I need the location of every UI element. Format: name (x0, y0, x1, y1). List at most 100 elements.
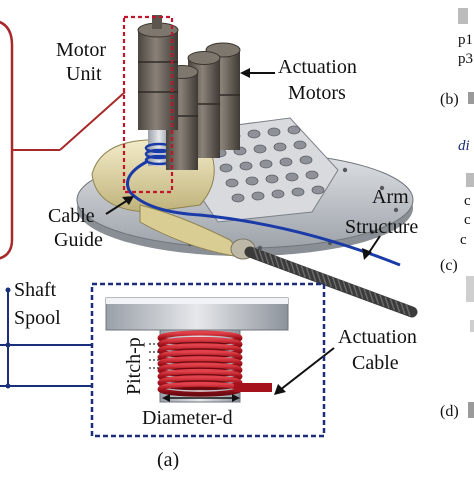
coil-turn (157, 375, 243, 391)
motor-unit-highlight-box (122, 15, 174, 194)
arm-coil-ring (379, 294, 385, 307)
right-fragment-p1: p1 (458, 32, 473, 48)
arm-coil-ring (347, 282, 354, 295)
label-actuation-cable-line2: Cable (352, 352, 399, 374)
bearing-hole (245, 176, 259, 186)
coil-turn (157, 343, 243, 359)
arm-coil-ring (389, 297, 395, 311)
pitch-dots (149, 343, 159, 369)
arm-coil-ring (290, 261, 296, 274)
right-fragment-p3: p3 (458, 51, 473, 67)
label-arm-structure-line1: Arm (372, 186, 409, 208)
label-spool: Spool (14, 307, 61, 329)
arrowhead-cable-guide (122, 196, 134, 205)
right-fragment-box-top (458, 8, 468, 24)
arrowhead-actuation-cable (274, 384, 286, 395)
arrowhead-arm-structure (362, 248, 372, 260)
coil-turn (157, 349, 243, 365)
bearing-hole (247, 129, 261, 139)
bearing-hole (251, 191, 265, 201)
inset-spool-coil (157, 330, 243, 397)
inset-cable-tail (234, 383, 272, 392)
arm-coil-ring (342, 280, 348, 294)
arm-coil-ring (316, 270, 322, 284)
arm-coil-ring (358, 286, 364, 299)
panel-label-d: (d) (440, 403, 459, 420)
right-fragment-box-b (468, 92, 474, 104)
arm-coil-ring (263, 251, 270, 265)
arrow-cable-guide (105, 199, 129, 215)
right-fragment-box-mid (466, 173, 474, 187)
right-fragment-italic: di (458, 138, 470, 154)
arm-coil-ring (331, 276, 338, 290)
arm-coil-ring (368, 290, 374, 303)
arm-coil-ring (258, 249, 264, 263)
coil-turn (157, 368, 243, 384)
bracket-leader (59, 91, 126, 151)
label-motor-unit-line1: Motor (56, 39, 106, 61)
lead-dot-mid (5, 342, 11, 348)
bearing-hole (311, 185, 325, 195)
bearing-hole (287, 125, 301, 135)
label-actuation-motors-line1: Actuation (278, 56, 357, 78)
label-actuation-motors-line2: Motors (288, 82, 346, 104)
right-fragment-c2: c (464, 212, 471, 228)
bearing-hole (299, 155, 313, 165)
arm-coil-ring (284, 259, 291, 272)
arm-coil-ring (269, 253, 275, 267)
arm-coil-ring (300, 265, 306, 278)
bearing-hole (239, 161, 253, 171)
arrow-arm-structure (367, 235, 381, 255)
label-cable-guide-line1: Cable (48, 205, 95, 227)
right-fragment-box-d (468, 402, 474, 418)
label-diameter: Diameter-d (142, 407, 233, 429)
coil-turn (157, 362, 243, 378)
label-pitch: Pitch-p (123, 337, 145, 395)
bearing-hole (267, 127, 281, 137)
label-actuation-cable-line1: Actuation (338, 326, 417, 348)
arm-coil-ring (305, 267, 312, 280)
label-motor-unit-line2: Unit (66, 63, 102, 85)
right-fragment-box-c (466, 276, 474, 302)
bearing-hole (271, 189, 285, 199)
arm-coil-ring (295, 263, 301, 276)
bearing-hole (291, 187, 305, 197)
arm-coil-ring (373, 292, 380, 305)
arm-coil-ring (310, 269, 317, 282)
panel-label-b: (b) (440, 91, 459, 108)
bearing-hole (279, 157, 293, 167)
bearing-hole (225, 178, 239, 188)
bearing-hole (231, 193, 245, 203)
bearing-hole (285, 172, 299, 182)
arm-coil-ring (279, 257, 285, 270)
label-arm-structure-line2: Structure (345, 216, 418, 238)
arm-coil-ring (394, 299, 401, 313)
bearing-hole (253, 144, 267, 154)
label-shaft: Shaft (14, 279, 57, 301)
lead-dot-bottom (5, 383, 11, 389)
panel-label-a: (a) (157, 449, 179, 471)
right-fragment-c1: c (464, 193, 471, 209)
arm-coil-ring (405, 303, 411, 317)
arm-coil-ring (363, 288, 369, 301)
arrow-actuation-cable (279, 347, 335, 391)
arm-structure-coils (253, 247, 411, 317)
actuation-cable-path (126, 158, 401, 267)
coil-turn (157, 336, 243, 352)
left-bracket (0, 20, 14, 260)
arm-coil-ring (384, 296, 390, 309)
bearing-hole (293, 140, 307, 150)
bearing-hole (265, 174, 279, 184)
coil-turn (157, 330, 243, 346)
spool-inset-box (90, 282, 326, 438)
arm-coil-ring (321, 272, 327, 286)
arm-coil-ring (326, 274, 333, 288)
lead-dot-top (5, 287, 11, 293)
bearing-hole (259, 159, 273, 169)
inset-shaft-disk-highlight (106, 298, 288, 304)
right-fragment-c3: c (460, 232, 467, 248)
arm-coil-ring (274, 255, 280, 268)
label-cable-guide-line2: Guide (54, 229, 103, 251)
